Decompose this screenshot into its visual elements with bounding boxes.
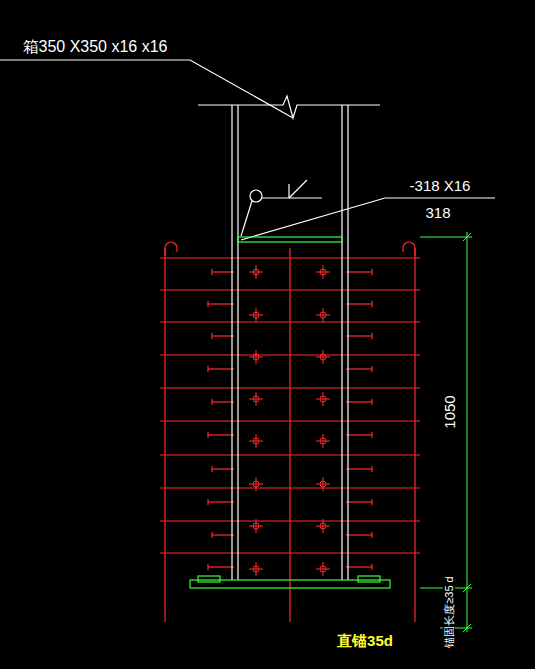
plate-width: 318	[424, 205, 451, 222]
shear-studs	[249, 265, 330, 576]
box-column	[0, 60, 495, 580]
section-label: 箱350 X350 x16 x16	[22, 38, 169, 56]
note-text: 直锚35d	[336, 633, 394, 650]
plate-label: -318 X16	[409, 178, 472, 195]
dimension-text: 1050	[442, 394, 459, 429]
steel-plates	[190, 237, 390, 588]
rebar-cage	[160, 242, 420, 622]
anchorage-note: 锚固长度≥35 d	[443, 575, 455, 648]
dimension-lines	[420, 232, 472, 632]
